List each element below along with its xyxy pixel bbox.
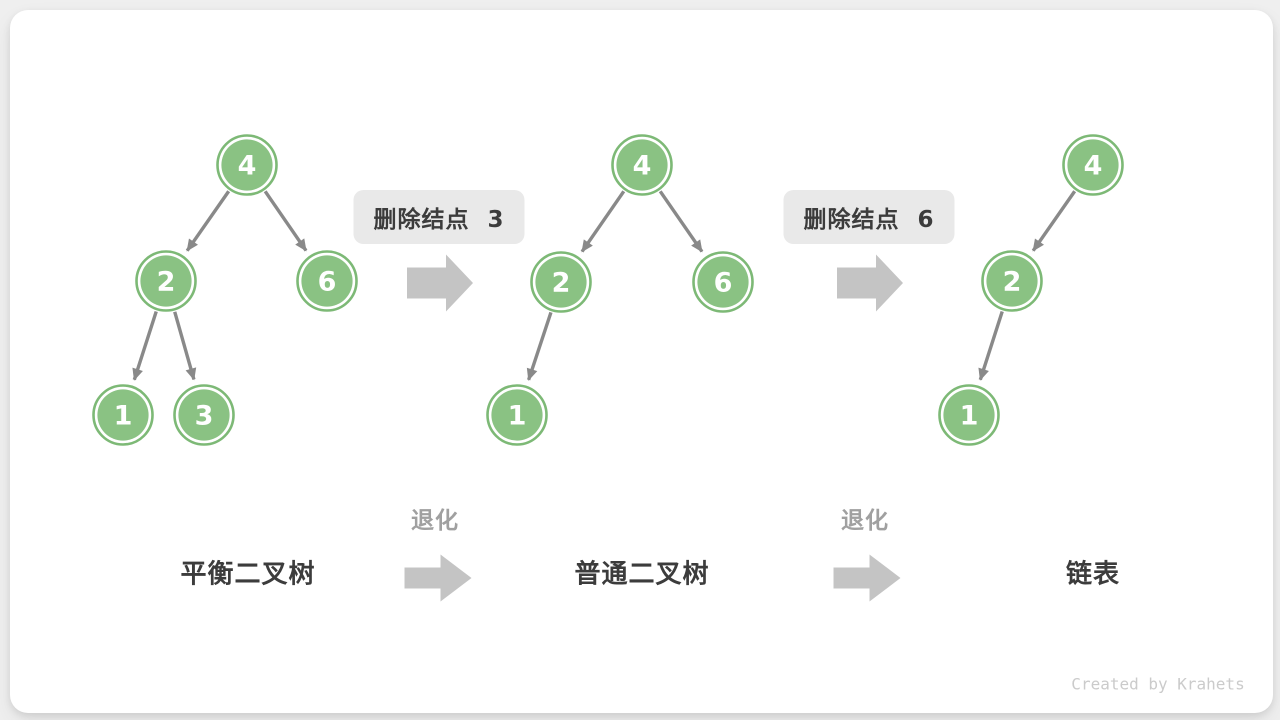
tree-node-1: 1: [486, 384, 548, 446]
tree-edge: [580, 190, 626, 253]
node-disc: [1067, 139, 1119, 191]
node-value: 6: [318, 267, 337, 298]
node-disc: [535, 256, 587, 308]
node-disc: [178, 389, 230, 441]
tree-edge: [132, 310, 158, 381]
tree-edge: [1031, 190, 1077, 252]
tree-node-6: 6: [692, 251, 754, 313]
node-value: 1: [508, 401, 527, 432]
tree-node-2: 2: [135, 250, 197, 312]
diagram-card: [10, 10, 1273, 713]
node-value: 3: [195, 401, 214, 432]
node-disc: [491, 389, 543, 441]
degrade-arrow-icon: [404, 554, 472, 602]
node-disc: [943, 389, 995, 441]
node-value: 2: [157, 267, 176, 298]
node-value: 6: [714, 268, 733, 299]
node-disc: [221, 139, 273, 191]
tree-node-6: 6: [296, 250, 358, 312]
node-disc: [140, 255, 192, 307]
linked-list: 4 2 1: [938, 134, 1124, 446]
tree-node-2: 2: [530, 251, 592, 313]
node-disc: [986, 255, 1038, 307]
ordinary-binary-tree-label: 普通二叉树: [574, 559, 710, 590]
node-value: 4: [238, 151, 257, 182]
node-value: 2: [1003, 267, 1022, 298]
node-disc: [301, 255, 353, 307]
node-value: 1: [960, 401, 979, 432]
degrade-label-2: 退化: [841, 508, 889, 534]
tree-edge: [263, 190, 308, 252]
balanced-binary-tree: 4 2 6 1 3: [92, 134, 358, 446]
delete-node-3-badge: 删除结点 3: [353, 190, 525, 244]
linked-list-label: 链表: [1065, 559, 1121, 590]
tree-node-4: 4: [1062, 134, 1124, 196]
tree-edge: [978, 310, 1004, 381]
tree-node-3: 3: [173, 384, 235, 446]
delete-node-6-badge: 删除结点 6: [783, 190, 955, 244]
degrade-arrow-icon: [837, 254, 903, 312]
node-value: 2: [552, 268, 571, 299]
tree-node-1: 1: [92, 384, 154, 446]
tree-node-1: 1: [938, 384, 1000, 446]
node-value: 4: [1084, 151, 1103, 182]
node-disc: [616, 139, 668, 191]
tree-node-4: 4: [611, 134, 673, 196]
degrade-arrow-icon: [407, 254, 473, 312]
tree-edge: [658, 190, 704, 253]
tree-edge: [173, 311, 197, 381]
tree-edge: [526, 311, 553, 381]
node-disc: [697, 256, 749, 308]
tree-node-2: 2: [981, 250, 1043, 312]
balanced-binary-tree-label: 平衡二叉树: [180, 559, 316, 590]
degrade-arrow-icon: [833, 554, 901, 602]
ordinary-binary-tree: 4 2 6 1: [486, 134, 754, 446]
tree-node-4: 4: [216, 134, 278, 196]
degrade-label-1: 退化: [411, 508, 459, 534]
tree-edge: [185, 190, 231, 252]
node-disc: [97, 389, 149, 441]
node-value: 4: [633, 151, 652, 182]
credit-text: Created by Krahets: [1071, 674, 1245, 694]
node-value: 1: [114, 401, 133, 432]
